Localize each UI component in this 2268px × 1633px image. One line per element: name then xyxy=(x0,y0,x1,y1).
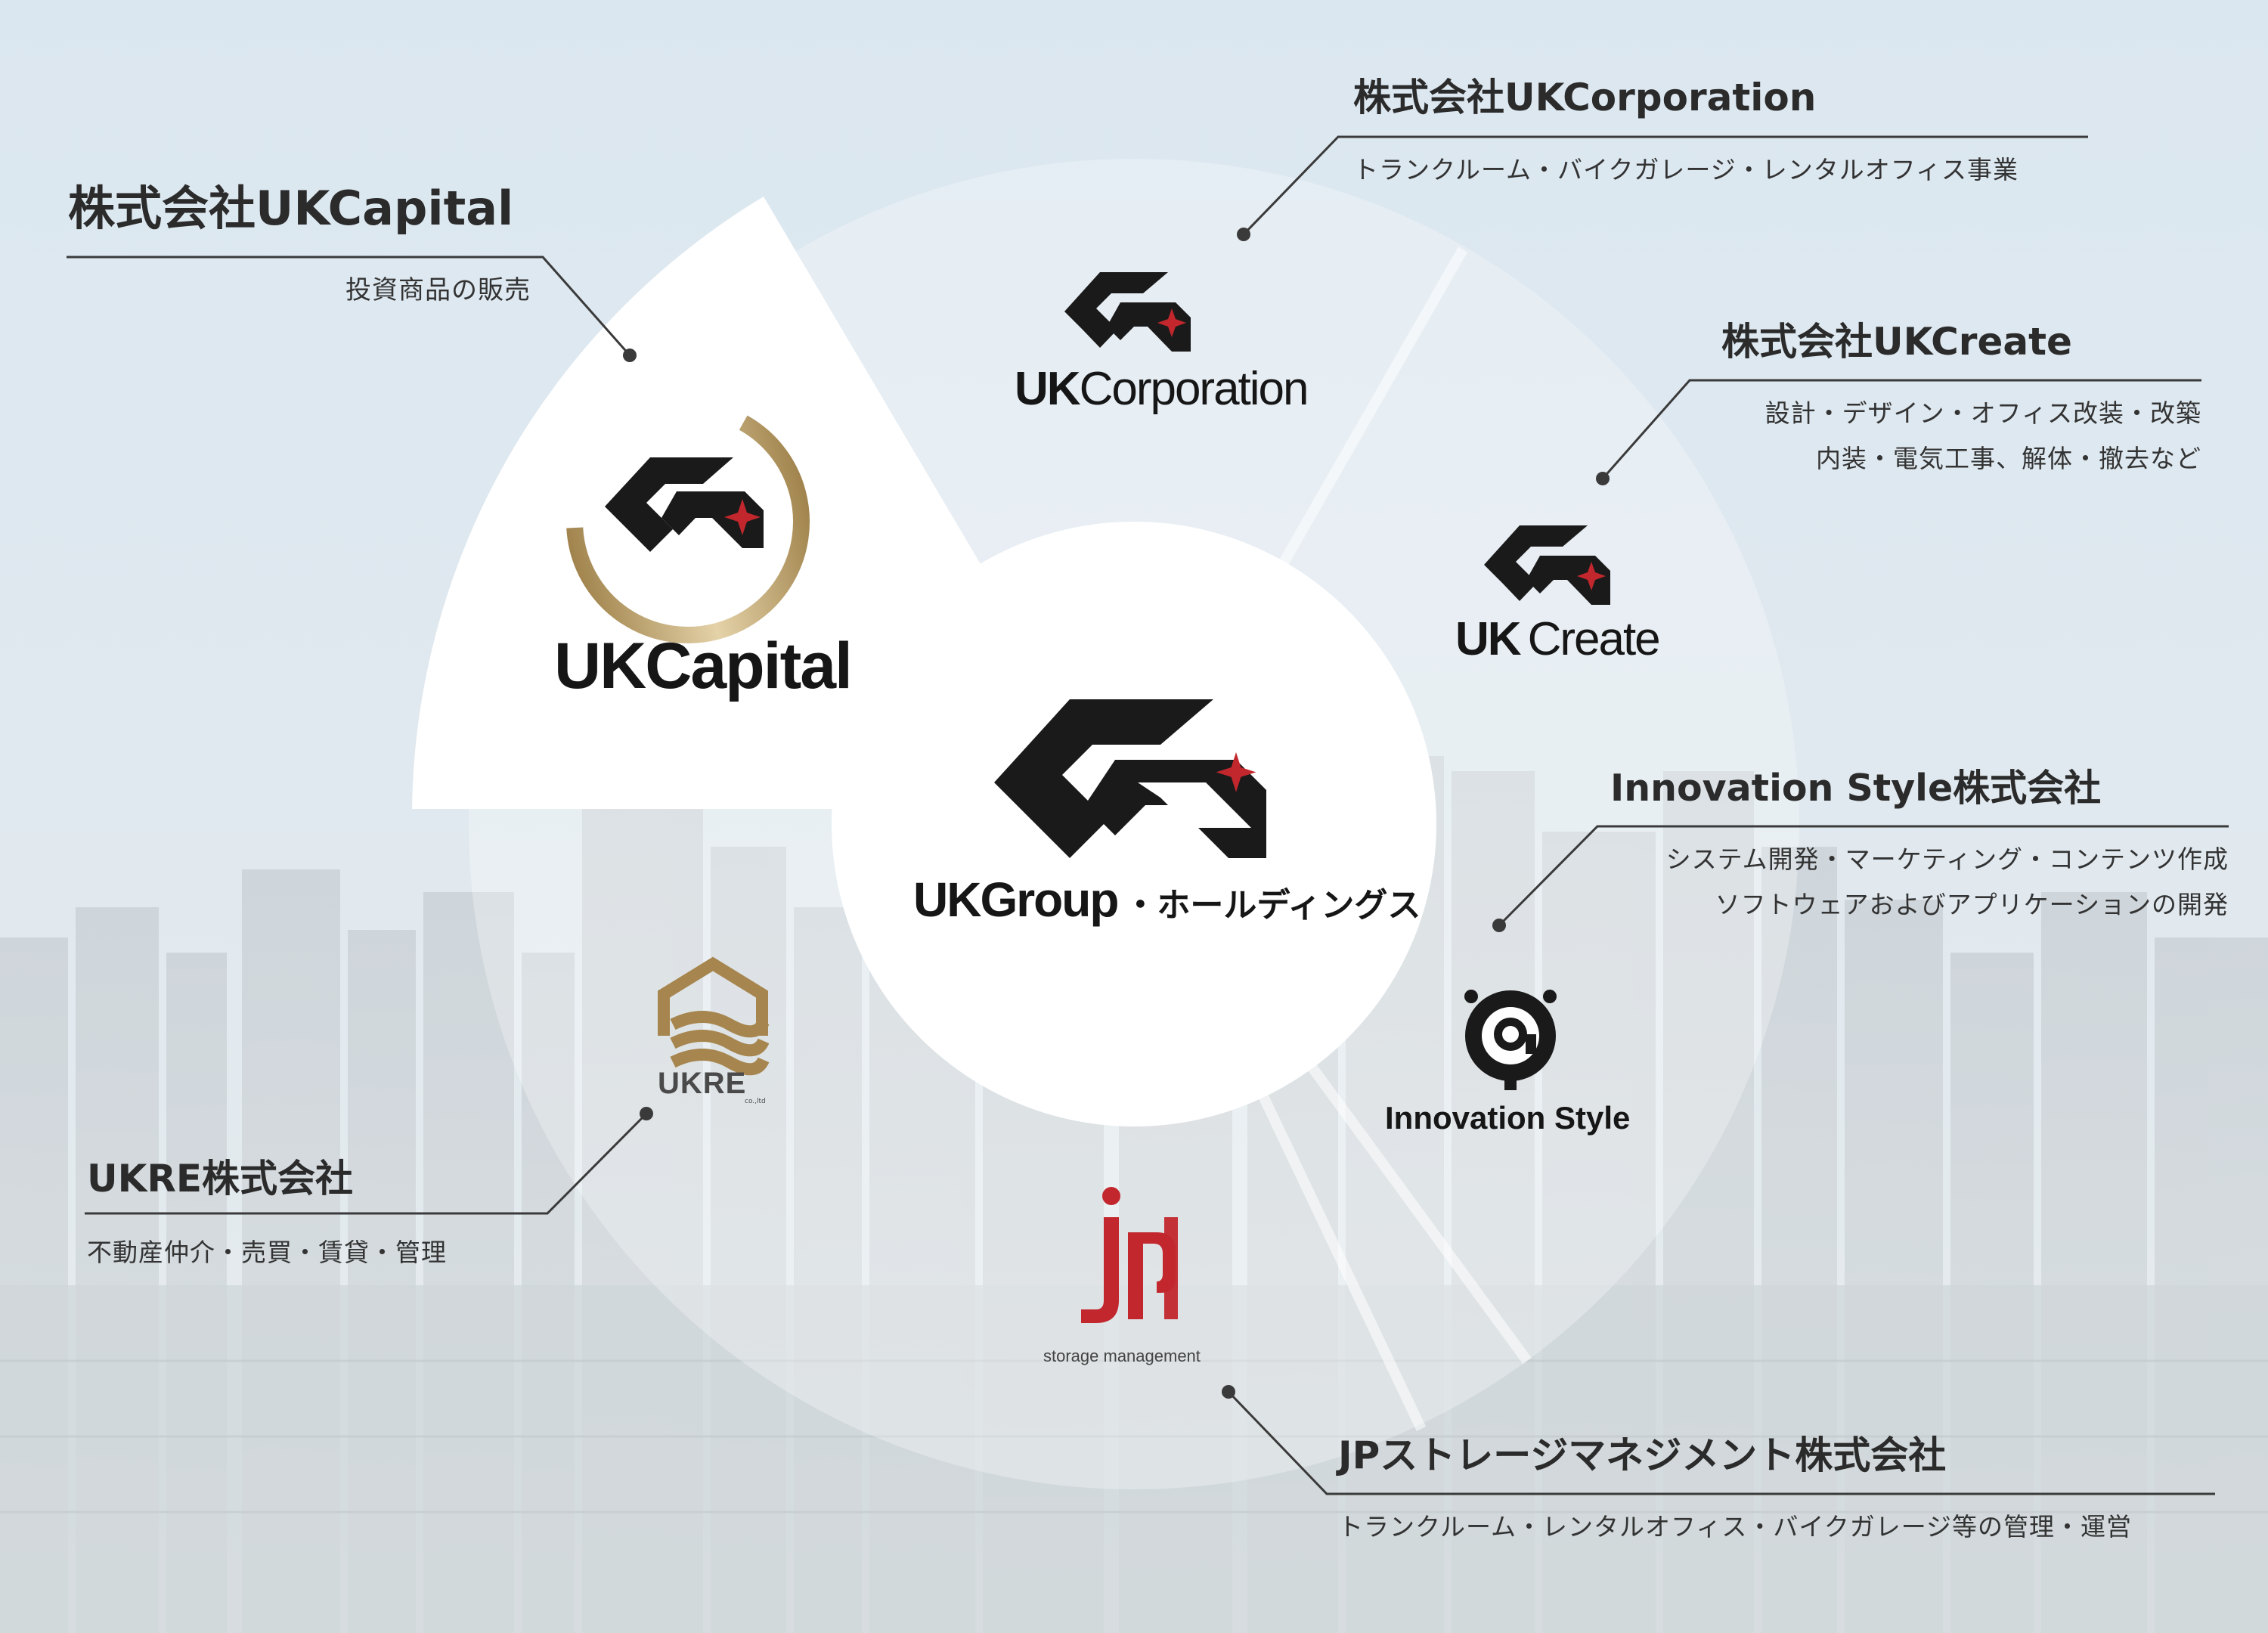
uk-corporation-logo-text: UKCorporation xyxy=(1015,363,1309,415)
ukre-desc: 不動産仲介・売買・賃貸・管理 xyxy=(87,1238,447,1267)
innovation-style-emblem-icon xyxy=(1464,990,1557,1090)
jp-storage-emblem-icon xyxy=(1081,1187,1178,1323)
uk-capital-logo-text: UKCapital xyxy=(554,630,853,702)
connector-uk-create xyxy=(1601,379,2201,479)
ukre-emblem-icon xyxy=(658,956,770,1076)
uk-group-emblem-icon xyxy=(994,699,1266,858)
center-brand-text: UKGroup・ホールディングス xyxy=(913,875,1421,924)
jp-storage-logo-text: storage management xyxy=(1043,1346,1201,1365)
uk-capital-title: 株式会社UKCapital xyxy=(68,181,514,236)
jp-storage-title: JPストレージマネジメント株式会社 xyxy=(1338,1433,1947,1477)
ukre-logo-text: UKRE xyxy=(658,1067,747,1100)
connector-jp xyxy=(1227,1390,2215,1495)
uk-corporation-emblem-icon xyxy=(1064,272,1191,352)
ukre-title: UKRE株式会社 xyxy=(87,1157,354,1201)
uk-create-logo-uk: UK xyxy=(1455,613,1522,665)
uk-create-logo-rest: Create xyxy=(1527,613,1661,665)
connector-dots xyxy=(623,228,1610,1399)
uk-create-emblem-icon xyxy=(1484,525,1610,605)
connector-uk-corporation xyxy=(1242,135,2088,236)
uk-create-desc-line2: 内装・電気工事、解体・撤去など xyxy=(1816,444,2201,473)
innovation-style-desc-line2: ソフトウェアおよびアプリケーションの開発 xyxy=(1715,890,2229,919)
uk-corporation-desc: トランクルーム・バイクガレージ・レンタルオフィス事業 xyxy=(1353,155,2019,184)
ukre-logo-sub: co.,ltd xyxy=(745,1098,766,1105)
uk-corporation-logo-rest: Corporation xyxy=(1079,363,1309,415)
connector-lines xyxy=(67,135,2229,1495)
uk-corporation-title: 株式会社UKCorporation xyxy=(1353,76,1817,119)
center-circle xyxy=(832,522,1436,1126)
innovation-style-desc-line1: システム開発・マーケティング・コンテンツ作成 xyxy=(1665,844,2229,874)
center-brand-holdings: ・ホールディングス xyxy=(1123,886,1421,925)
center-brand-uk: UK xyxy=(913,872,981,927)
connector-ukre xyxy=(85,1112,648,1215)
uk-corporation-logo-uk: UK xyxy=(1015,363,1081,415)
uk-capital-desc: 投資商品の販売 xyxy=(345,275,531,305)
center-brand-group: Group xyxy=(980,872,1119,927)
innovation-style-title: Innovation Style株式会社 xyxy=(1610,767,2102,810)
innovation-style-logo-text: Innovation Style xyxy=(1385,1100,1631,1136)
connector-uk-capital xyxy=(67,256,631,356)
uk-capital-emblem-icon xyxy=(566,400,810,643)
uk-create-desc-line1: 設計・デザイン・オフィス改装・改築 xyxy=(1765,398,2201,428)
uk-create-title: 株式会社UKCreate xyxy=(1721,320,2072,364)
connector-innovation xyxy=(1498,825,2229,927)
jp-storage-desc: トランクルーム・レンタルオフィス・バイクガレージ等の管理・運営 xyxy=(1338,1512,2133,1542)
